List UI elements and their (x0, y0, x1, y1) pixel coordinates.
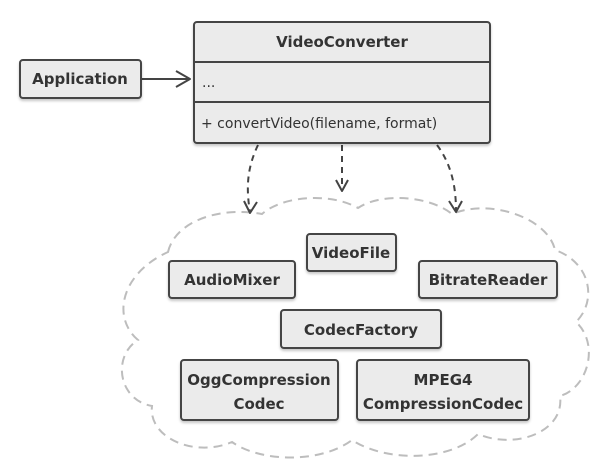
subsystem-boxes (168, 233, 558, 421)
dashed-arrow-right (436, 144, 457, 212)
facade-class-name: VideoConverter (276, 33, 408, 51)
arrowhead-left (243, 200, 258, 214)
ogg-codec-box (180, 359, 339, 421)
audio-mixer-label: AudioMixer (184, 271, 280, 289)
video-file-label: VideoFile (312, 244, 390, 262)
video-converter-class (193, 21, 491, 144)
facade-method: + convertVideo(filename, format) (201, 116, 437, 132)
ogg-codec-label-line1: OggCompression (187, 371, 330, 389)
codec-factory-box (280, 309, 442, 349)
mpeg4-codec-box (356, 359, 530, 421)
subsystem-cloud (121, 197, 590, 459)
application-label: Application (32, 70, 128, 88)
audio-mixer-box (168, 260, 296, 299)
mpeg4-codec-label-line1: MPEG4 (414, 371, 473, 389)
bitrate-reader-box (418, 260, 558, 299)
video-file-box (306, 233, 397, 272)
bitrate-reader-label: BitrateReader (429, 271, 548, 289)
codec-factory-label: CodecFactory (304, 321, 418, 339)
client-arrowhead (175, 70, 191, 88)
client-arrow (142, 70, 191, 88)
mpeg4-codec-label-line2: CompressionCodec (363, 395, 523, 413)
ogg-codec-label-line2: Codec (233, 395, 284, 413)
arrowhead-right (448, 200, 463, 213)
facade-fields: ... (202, 75, 215, 91)
facade-to-subsystem-arrows (243, 144, 463, 214)
dashed-arrow-left (246, 144, 259, 213)
application-class (19, 59, 142, 99)
arrowhead-center (335, 179, 349, 192)
